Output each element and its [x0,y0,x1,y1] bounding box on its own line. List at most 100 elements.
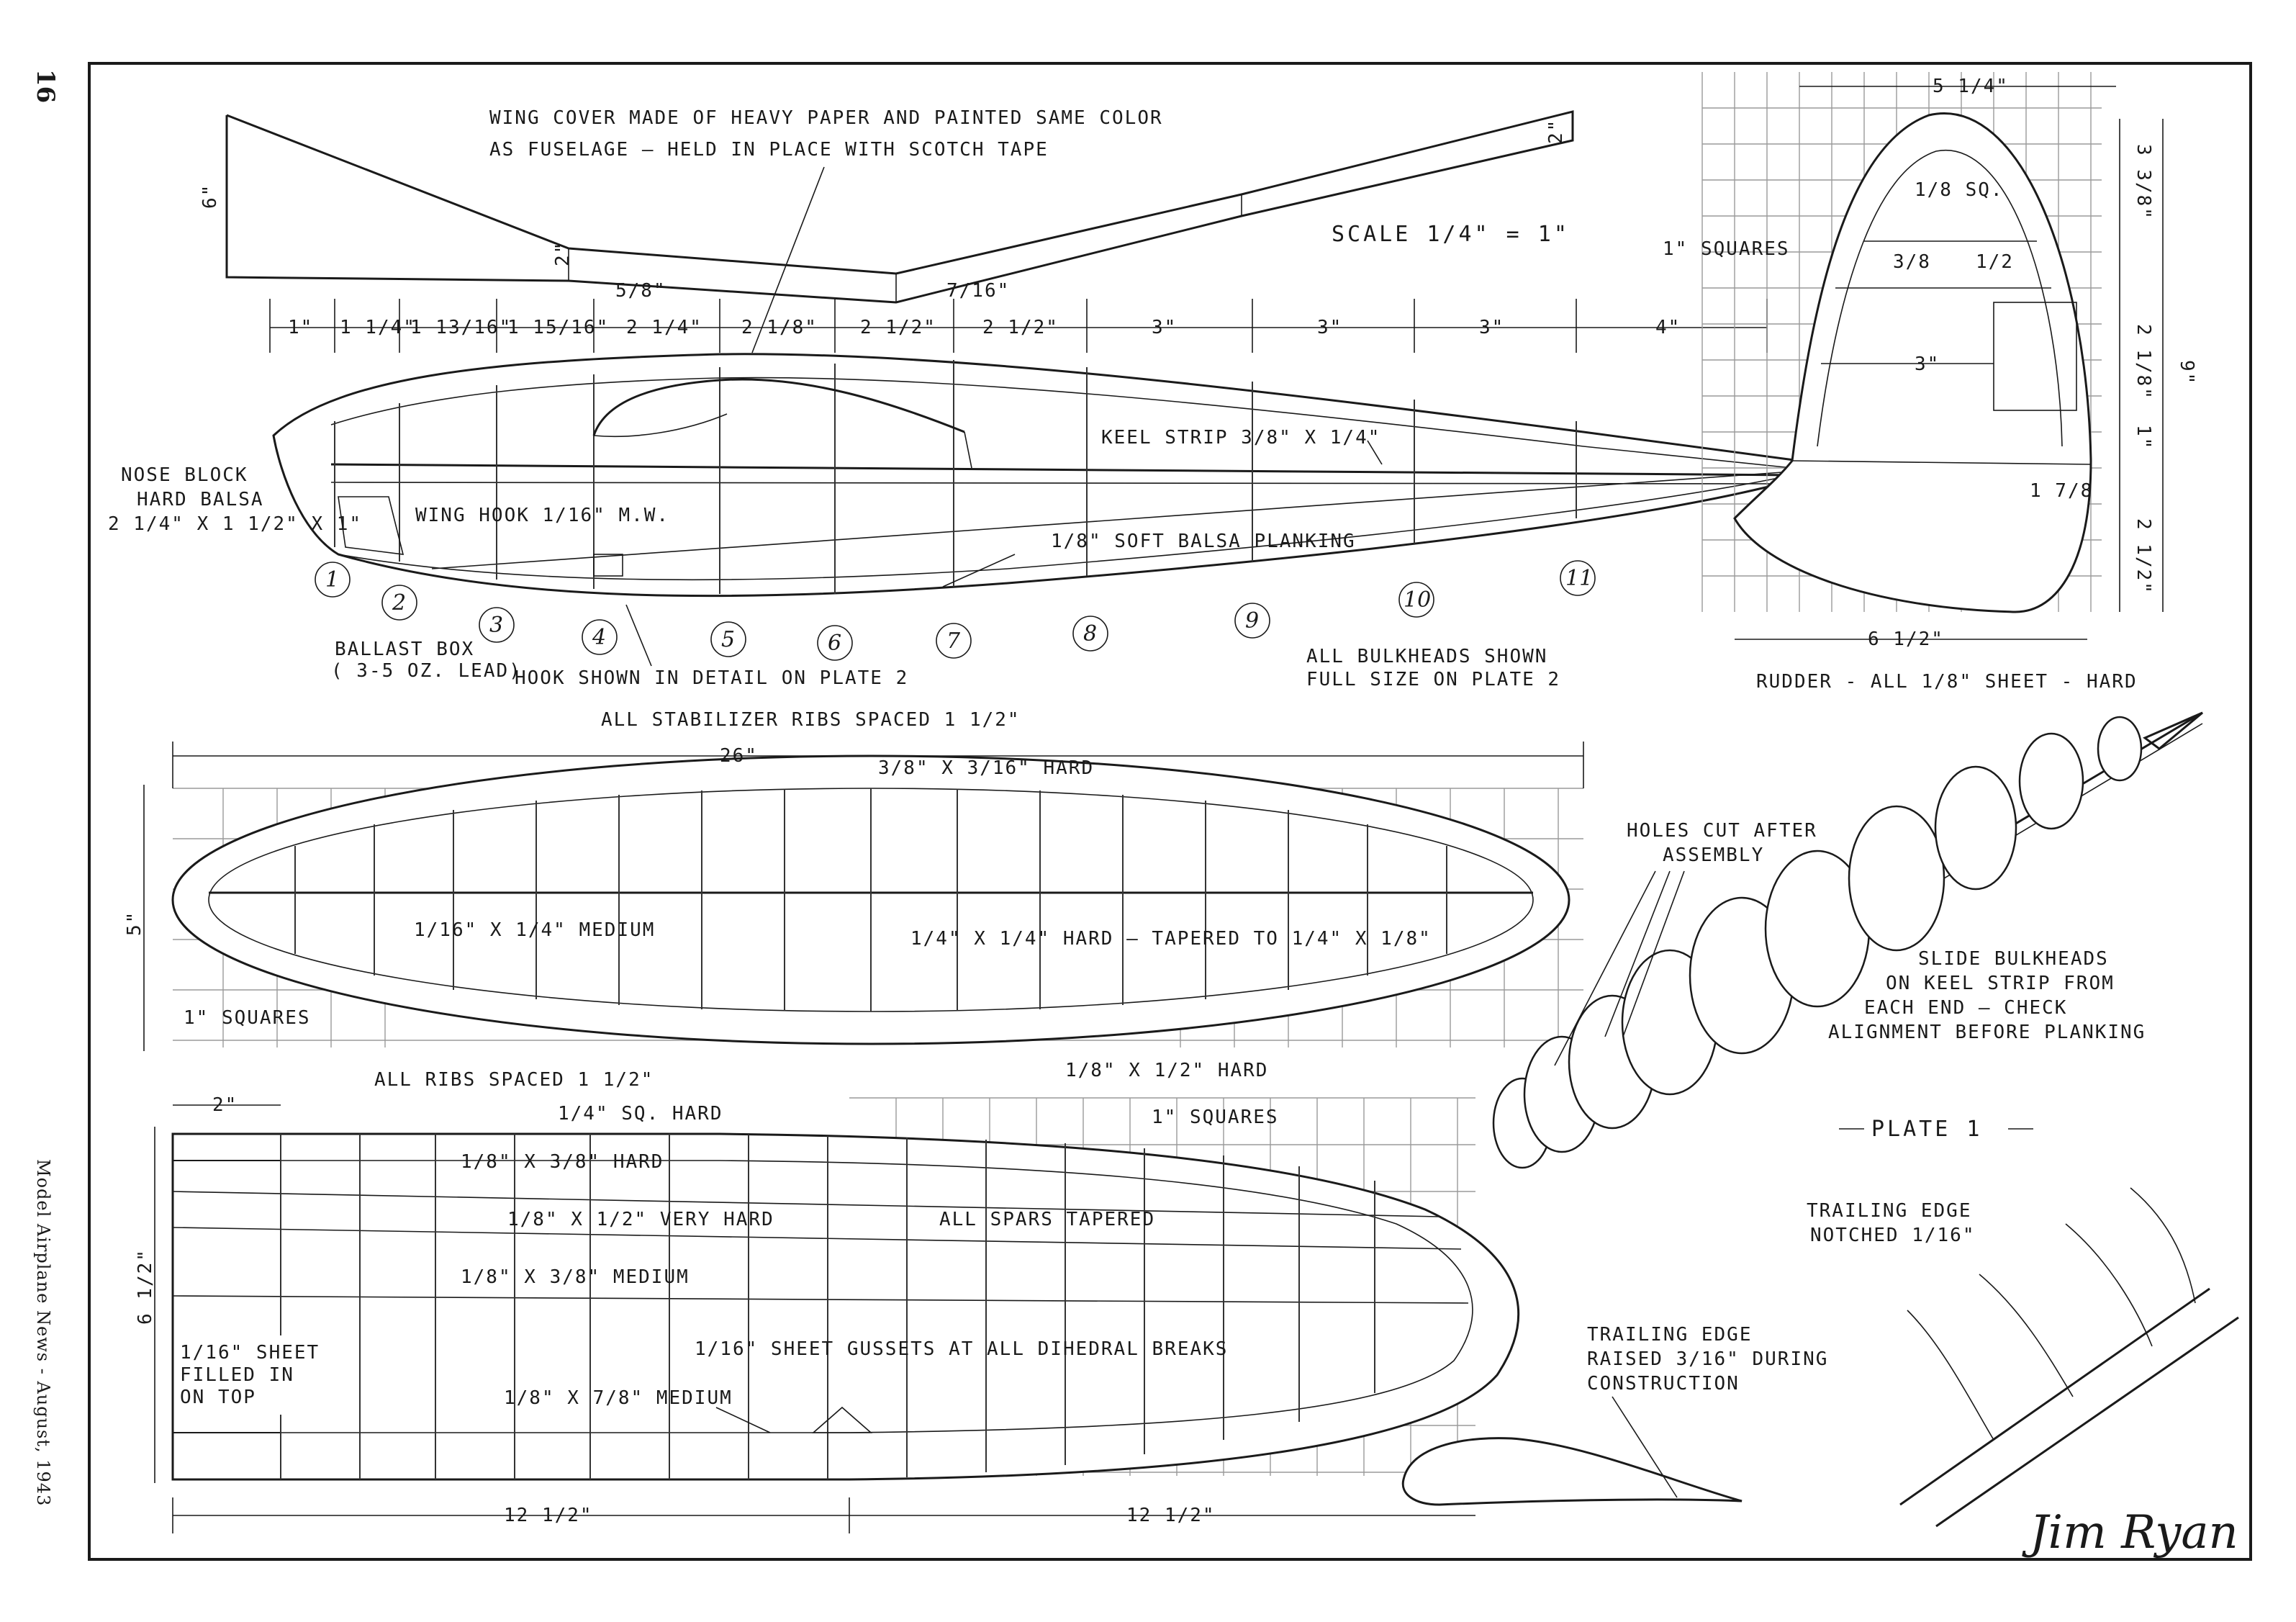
nose-block-1: NOSE BLOCK [121,464,248,486]
rudder-dim-2-1-2: 2 1/2" [2133,518,2154,595]
bulkhead-number: 10 [1404,587,1431,613]
station-ticks [269,299,1768,353]
bulkhead-number: 1 [325,567,339,593]
ballast-label-1: BALLAST BOX [335,639,474,660]
wing-dim-6-1-2: 6 1/2" [135,1248,156,1325]
wing-plan-view: 2" ALL RIBS SPACED 1 1/2" 6 1/2" 12 1/2"… [135,1069,2239,1533]
wing-spar-2: 1/8" X 1/2" VERY HARD [507,1209,774,1230]
stabilizer-ribs-spaced: ALL STABILIZER RIBS SPACED 1 1/2" [601,709,1021,731]
designer-signature: Jim Ryan [2022,1506,2238,1559]
bulkhead-number: 11 [1565,566,1593,591]
bulkhead-number: 3 [489,613,503,638]
stabilizer-ribs [294,788,1447,1012]
station-label: 2 1/2" [860,317,936,338]
stabilizer-chord: 5" [124,911,145,936]
dim-2-in-b: 2" [1545,119,1567,144]
wing-dim-12-1-2-a: 12 1/2" [504,1505,593,1526]
wing-ribs-spaced: ALL RIBS SPACED 1 1/2" [374,1069,654,1091]
te-raised-2: RAISED 3/16" DURING [1587,1348,1828,1370]
wing-spars-tapered: ALL SPARS TAPERED [939,1209,1155,1230]
stabilizer-view: 26" 5" ALL STABILIZER RIBS SPACED 1 1/2"… [124,709,1584,1081]
plate-label: PLATE 1 [1871,1117,1982,1142]
rudder-dim-1: 1" [2133,425,2154,450]
slide-note-2: ON KEEL STRIP FROM [1886,973,2115,994]
station-label: 1" [288,317,313,338]
wing-sheet-3: ON TOP [180,1387,256,1408]
stabilizer-span: 26" [720,745,758,767]
rudder-frac-1-2: 1/2 [1976,251,2014,273]
station-label: 2 1/8" [741,317,818,338]
dim-2-in-a: 2" [552,241,574,266]
scale-note: SCALE 1/4" = 1" [1332,222,1570,247]
bulkhead-assembly: HOLES CUT AFTER ASSEMBLY SLIDE BULKHEADS… [1492,711,2203,1169]
slide-note-4: ALIGNMENT BEFORE PLANKING [1828,1022,2146,1043]
bulkheads-note-1: ALL BULKHEADS SHOWN [1306,646,1547,667]
bulkhead-number: 5 [721,627,735,652]
rudder-squares: 1" SQUARES [1663,238,1790,260]
wing-gussets: 1/16" SHEET GUSSETS AT ALL DIHEDRAL BREA… [695,1338,1228,1360]
rudder-frac-3-8: 3/8 [1893,251,1931,273]
station-label: 2 1/2" [982,317,1059,338]
wing-leading-edge: 1/4" SQ. HARD [558,1103,723,1125]
bulkhead-number: 7 [946,628,961,654]
rudder-dim-6-1-2: 6 1/2" [1868,628,1944,650]
rudder-dim-9: 9" [2176,360,2197,385]
planking-label: 1/8" SOFT BALSA PLANKING [1051,531,1356,552]
notched-note-2: NOTCHED 1/16" [1810,1225,1976,1246]
page-number: 16 [31,69,60,103]
te-raised-3: CONSTRUCTION [1587,1373,1740,1395]
station-label: 1 1/4" [340,317,416,338]
wing-spar-1: 1/8" X 3/8" HARD [461,1151,664,1173]
wing-ribs [280,1134,1375,1479]
bulkhead-number: 9 [1245,608,1259,634]
page-border [88,62,2252,1561]
dim-5-8: 5/8" [615,280,666,302]
station-label: 3" [1317,317,1342,338]
wing-cover-note-1: WING COVER MADE OF HEAVY PAPER AND PAINT… [489,107,1163,129]
rudder-dim-2-1-8: 2 1/8" [2133,324,2154,400]
bulkheads [334,360,1577,594]
station-label: 3" [1479,317,1504,338]
fuselage-side-view: 6" 2" 2" WING COVER MADE OF HEAVY PAPER … [108,107,1817,690]
station-label: 1 13/16" [410,317,512,338]
rudder-sq-note: 1/8 SQ. [1915,179,2004,201]
ballast-label-2: ( 3-5 OZ. LEAD) [331,660,522,682]
station-label: 2 1/4" [626,317,702,338]
footer-credit: Model Airplane News - August, 1943 [33,1159,53,1506]
stabilizer-squares: 1" SQUARES [184,1007,311,1029]
wing-sheet-2: FILLED IN [180,1364,294,1386]
keel-strip-label: KEEL STRIP 3/8" X 1/4" [1101,427,1380,449]
station-labels: 1" 1 1/4" 1 13/16" 1 15/16" 2 1/4" 2 1/8… [288,317,1681,338]
bulkheads-note-2: FULL SIZE ON PLATE 2 [1306,669,1560,690]
te-raised-1: TRAILING EDGE [1587,1324,1753,1346]
bulkhead-number: 6 [828,631,841,656]
stabilizer-trailing: 1/8" X 1/2" HARD [1065,1060,1268,1081]
wing-trailing-edge: 1/8" X 7/8" MEDIUM [504,1387,733,1409]
bulkhead-number: 2 [392,590,406,616]
wing-squares: 1" SQUARES [1152,1107,1279,1128]
dim-6-in: 6" [199,184,221,209]
station-label: 4" [1655,317,1681,338]
bulkhead-number: 4 [592,625,606,650]
rudder-dim-3-3-8: 3 3/8" [2133,144,2154,220]
stabilizer-outline: 3/8" X 3/16" HARD [878,757,1094,779]
wing-dim-12-1-2-b: 12 1/2" [1126,1505,1216,1526]
bulkhead-number: 8 [1083,621,1097,646]
stabilizer-spar: 1/4" X 1/4" HARD — TAPERED TO 1/4" X 1/8… [910,928,1432,950]
hook-detail-label: HOOK SHOWN IN DETAIL ON PLATE 2 [515,667,908,689]
station-label: 3" [1152,317,1177,338]
wing-hook-label: WING HOOK 1/16" M.W. [415,505,669,526]
rudder-dim-5-1-4: 5 1/4" [1933,76,2009,97]
wing-dim-2: 2" [212,1094,238,1116]
rudder-view: 5 1/4" 3 3/8" 9" 2 1/8" 1" 2 1/2" 3" 6 1… [1663,72,2197,693]
slide-note-3: EACH END — CHECK [1864,997,2067,1019]
dim-7-16: 7/16" [946,280,1010,302]
notched-note-1: TRAILING EDGE [1807,1200,1972,1222]
rudder-frac-1-7-8: 1 7/8 [2030,480,2093,502]
wing-cover-note-2: AS FUSELAGE — HELD IN PLACE WITH SCOTCH … [489,139,1049,161]
holes-note-1: HOLES CUT AFTER [1627,820,1817,842]
rudder-dim-3: 3" [1915,353,1940,375]
holes-note-2: ASSEMBLY [1663,844,1764,866]
stabilizer-rib-size: 1/16" X 1/4" MEDIUM [414,919,655,941]
